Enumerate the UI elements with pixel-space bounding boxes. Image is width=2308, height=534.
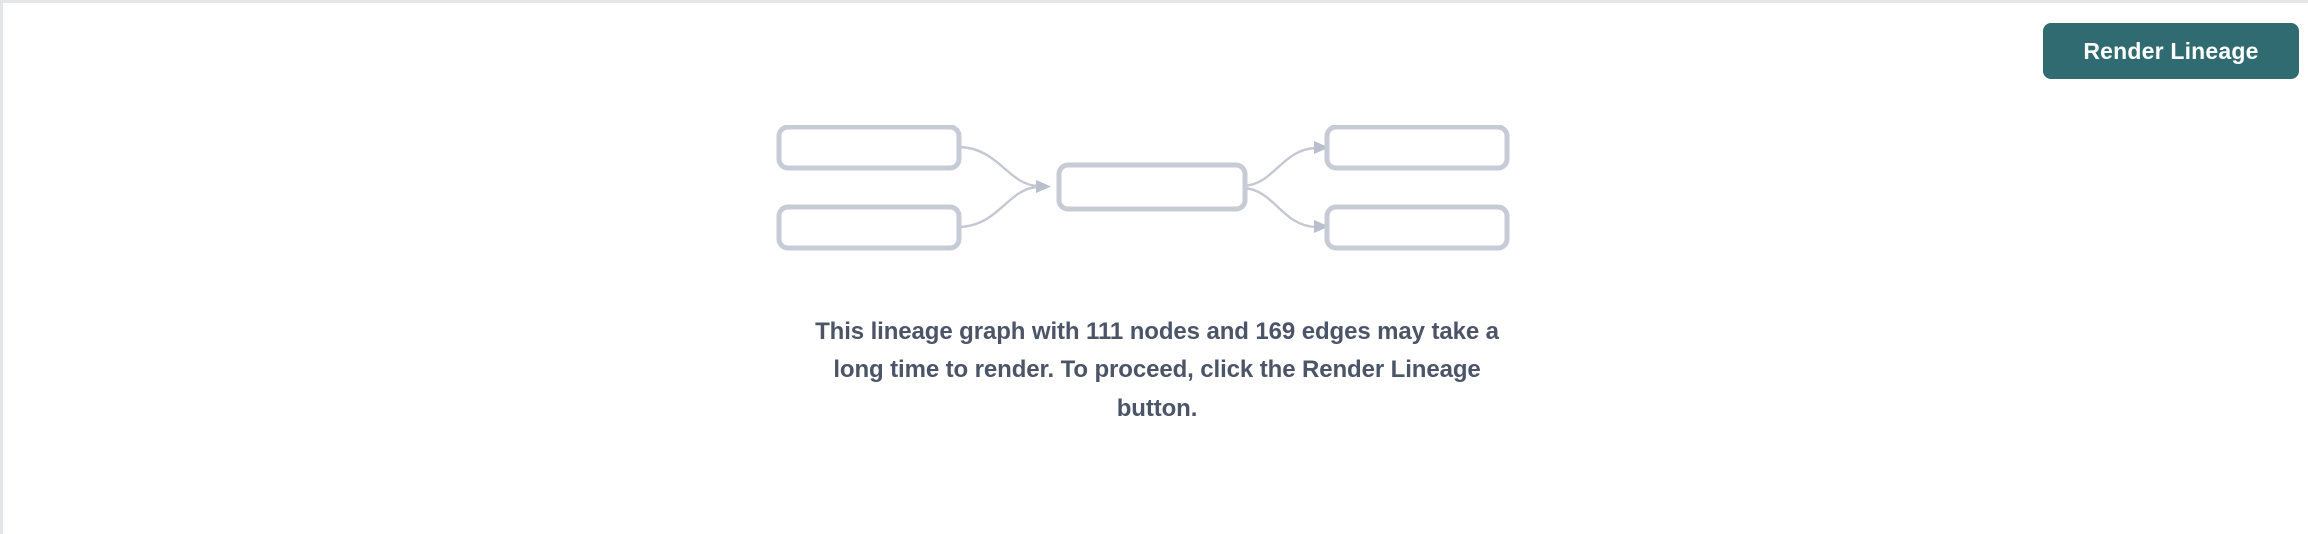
- placeholder-node-upstream-2: [776, 204, 962, 251]
- lineage-empty-state: This lineage graph with 111 nodes and 16…: [3, 3, 2308, 534]
- placeholder-node-upstream-1: [776, 125, 962, 171]
- edge-upstream-2-to-focus: [957, 185, 1039, 229]
- placeholder-node-downstream-1: [1324, 125, 1510, 171]
- render-lineage-button[interactable]: Render Lineage: [2043, 23, 2299, 79]
- placeholder-node-focus: [1056, 162, 1248, 212]
- edge-focus-to-downstream-2: [1242, 186, 1317, 229]
- arrowhead-into-downstream-1: [1314, 141, 1329, 154]
- edge-focus-to-downstream-1: [1242, 146, 1317, 188]
- edge-upstream-1-to-focus: [957, 145, 1039, 188]
- arrowhead-into-downstream-2: [1314, 220, 1329, 233]
- lineage-placeholder-graph: [776, 125, 1510, 251]
- lineage-empty-message: This lineage graph with 111 nodes and 16…: [815, 318, 1499, 422]
- placeholder-node-downstream-2: [1324, 204, 1510, 251]
- arrowhead-into-focus: [1036, 180, 1051, 193]
